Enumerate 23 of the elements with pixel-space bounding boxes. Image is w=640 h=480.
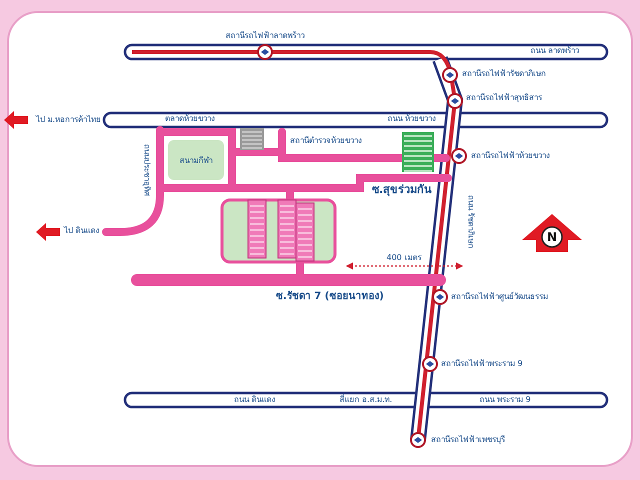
direction-label: ไป ม.หอการค้าไทย — [36, 116, 102, 124]
compass-letter: N — [547, 230, 558, 244]
road-label: ตลาดห้วยขวาง — [165, 114, 215, 124]
distance-label: 400 เมตร — [386, 254, 422, 262]
station-label: สถานีรถไฟฟ้าพระราม 9 — [441, 360, 523, 368]
place-label: สถานีตำรวจห้วยขวาง — [290, 136, 362, 146]
road-label: สี่แยก อ.ส.ม.ท. — [340, 396, 392, 404]
direction-label: ไป ดินแดง — [64, 226, 100, 236]
road-label: ถนน รัชดาภิเษก — [466, 195, 474, 249]
road-label: ถนน ดินแดง — [234, 396, 276, 404]
road-label: ซ.สุขร่วมกัน — [372, 184, 432, 196]
road-label: ถนน ห้วยขวาง — [388, 114, 436, 124]
station-label: สถานีรถไฟฟ้าสุทธิสาร — [466, 94, 542, 102]
road-label: ถนน ลาดพร้าว — [530, 46, 580, 56]
station-label: สถานีรถไฟฟ้าเพชรบุรี — [431, 436, 505, 444]
road-label: ถนนประชาอุทิศ — [142, 144, 150, 196]
station-label: สถานีรถไฟฟ้ารัชดาภิเษก — [462, 70, 546, 78]
road-label: ซ.รัชดา 7 (ซอยนาทอง) — [276, 290, 384, 302]
station-label: สถานีรถไฟฟ้าลาดพร้าว — [226, 32, 304, 40]
road-label: ถนน พระราม 9 — [480, 396, 531, 404]
stadium-box: สนามกีฬา — [168, 140, 224, 180]
station-label: สถานีรถไฟฟ้าศูนย์วัฒนธรรม — [451, 292, 548, 302]
station-label: สถานีรถไฟฟ้าห้วยขวาง — [471, 152, 550, 160]
